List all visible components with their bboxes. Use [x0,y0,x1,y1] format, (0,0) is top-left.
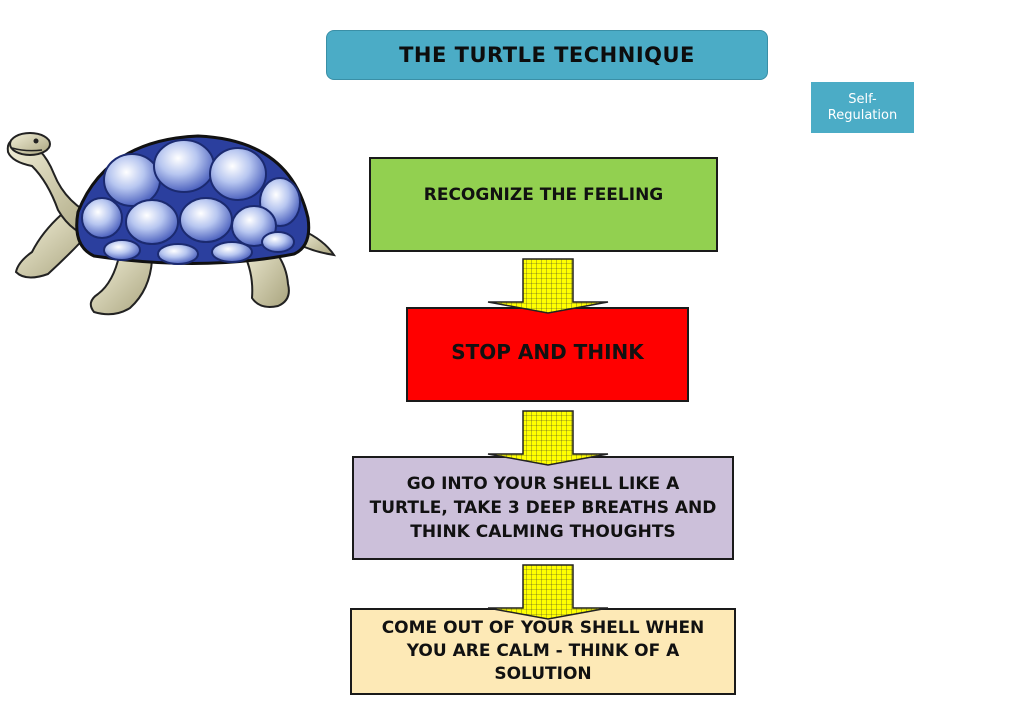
step-recognize-feeling: RECOGNIZE THE FEELING [369,157,718,252]
turtle-icon [6,132,337,316]
step-go-into-shell: GO INTO YOUR SHELL LIKE A TURTLE, TAKE 3… [352,456,734,560]
down-arrow-icon [487,564,609,620]
step-stop-and-think: STOP AND THINK [406,307,689,402]
page-title: THE TURTLE TECHNIQUE [326,30,768,80]
step-label: RECOGNIZE THE FEELING [423,185,664,205]
step-label: COME OUT OF YOUR SHELL WHEN YOU ARE CALM… [381,618,705,684]
step-label: GO INTO YOUR SHELL LIKE A TURTLE, TAKE 3… [369,474,717,542]
down-arrow-icon [487,258,609,314]
down-arrow-icon [487,410,609,466]
step-label: STOP AND THINK [451,339,644,364]
category-tag: Self-Regulation [811,82,914,133]
step-come-out-of-shell: COME OUT OF YOUR SHELL WHEN YOU ARE CALM… [350,608,736,695]
